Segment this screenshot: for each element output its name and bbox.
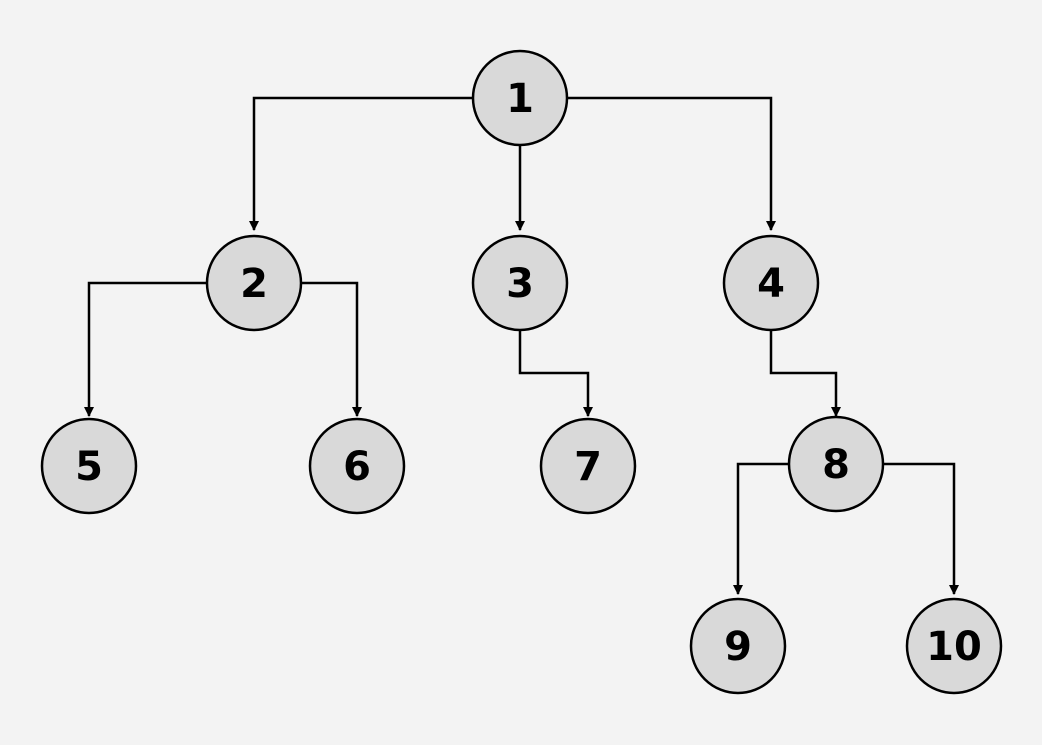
tree-node: 8 (787, 415, 885, 513)
tree-node: 1 (471, 49, 569, 147)
node-circle (539, 417, 637, 515)
node-label: 2 (240, 261, 268, 307)
node-circle (689, 597, 787, 695)
node-label: 6 (343, 444, 371, 490)
node-label: 3 (506, 261, 534, 307)
node-circle (471, 234, 569, 332)
node-label: 10 (926, 624, 982, 670)
node-circle (40, 417, 138, 515)
edge-4-8 (769, 331, 841, 417)
edge-3-7 (518, 331, 593, 417)
node-circle (471, 49, 569, 147)
edge-8-10 (884, 462, 959, 595)
node-circle (308, 417, 406, 515)
tree-node: 3 (471, 234, 569, 332)
edge-1-2 (249, 96, 472, 231)
nodes-group: 1 2 3 4 5 6 7 8 (40, 49, 1003, 695)
node-label: 7 (574, 444, 602, 490)
node-circle (905, 597, 1003, 695)
node-circle (722, 234, 820, 332)
node-label: 8 (822, 442, 850, 488)
edge-2-6 (302, 281, 362, 417)
node-circle (205, 234, 303, 332)
node-label: 5 (75, 444, 103, 490)
node-label: 4 (757, 261, 785, 307)
tree-node: 10 (905, 597, 1003, 695)
node-label: 9 (724, 624, 752, 670)
tree-node: 4 (722, 234, 820, 332)
tree-node: 6 (308, 417, 406, 515)
edge-2-5 (84, 281, 206, 417)
edge-8-9 (733, 462, 788, 595)
edges-group (84, 96, 959, 595)
tree-node: 7 (539, 417, 637, 515)
tree-node: 9 (689, 597, 787, 695)
node-circle (787, 415, 885, 513)
node-label: 1 (506, 76, 534, 122)
tree-node: 2 (205, 234, 303, 332)
tree-node: 5 (40, 417, 138, 515)
edge-1-4 (568, 96, 776, 231)
